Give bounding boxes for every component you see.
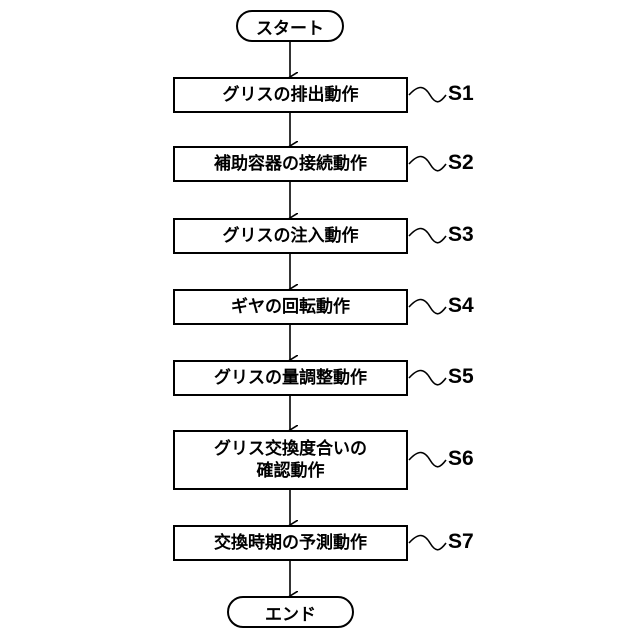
step-label-s1: S1	[448, 83, 474, 105]
leader-line-s2	[409, 157, 446, 171]
step-label-s7: S7	[448, 531, 474, 553]
leader-line-s1	[409, 88, 446, 102]
leader-line-s4	[409, 300, 446, 314]
end-terminal: エンド	[227, 596, 354, 628]
leader-line-s6	[409, 453, 446, 467]
step-text-s6-line1: グリス交換度合いの	[214, 438, 367, 460]
step-text-s1: グリスの排出動作	[223, 84, 359, 106]
start-terminal: スタート	[236, 10, 344, 42]
end-label: エンド	[265, 600, 316, 625]
leader-line-s3	[409, 229, 446, 243]
start-label: スタート	[256, 14, 324, 39]
step-box-s3: グリスの注入動作	[173, 218, 408, 254]
step-box-s4: ギヤの回転動作	[173, 289, 408, 325]
step-box-s7: 交換時期の予測動作	[173, 525, 408, 561]
step-text-s3: グリスの注入動作	[223, 225, 359, 247]
step-box-s6: グリス交換度合いの 確認動作	[173, 430, 408, 490]
leader-line-s7	[409, 536, 446, 550]
step-text-s6: グリス交換度合いの 確認動作	[214, 438, 367, 482]
step-box-s5: グリスの量調整動作	[173, 360, 408, 396]
leader-line-s5	[409, 371, 446, 385]
step-text-s5: グリスの量調整動作	[214, 367, 367, 389]
step-text-s7: 交換時期の予測動作	[214, 532, 367, 554]
step-text-s2: 補助容器の接続動作	[214, 153, 367, 175]
step-label-s3: S3	[448, 224, 474, 246]
step-label-s6: S6	[448, 448, 474, 470]
step-label-s4: S4	[448, 295, 474, 317]
step-label-s2: S2	[448, 152, 474, 174]
step-text-s6-line2: 確認動作	[257, 460, 325, 482]
step-box-s1: グリスの排出動作	[173, 77, 408, 113]
step-box-s2: 補助容器の接続動作	[173, 146, 408, 182]
step-text-s4: ギヤの回転動作	[231, 296, 350, 318]
step-label-s5: S5	[448, 366, 474, 388]
